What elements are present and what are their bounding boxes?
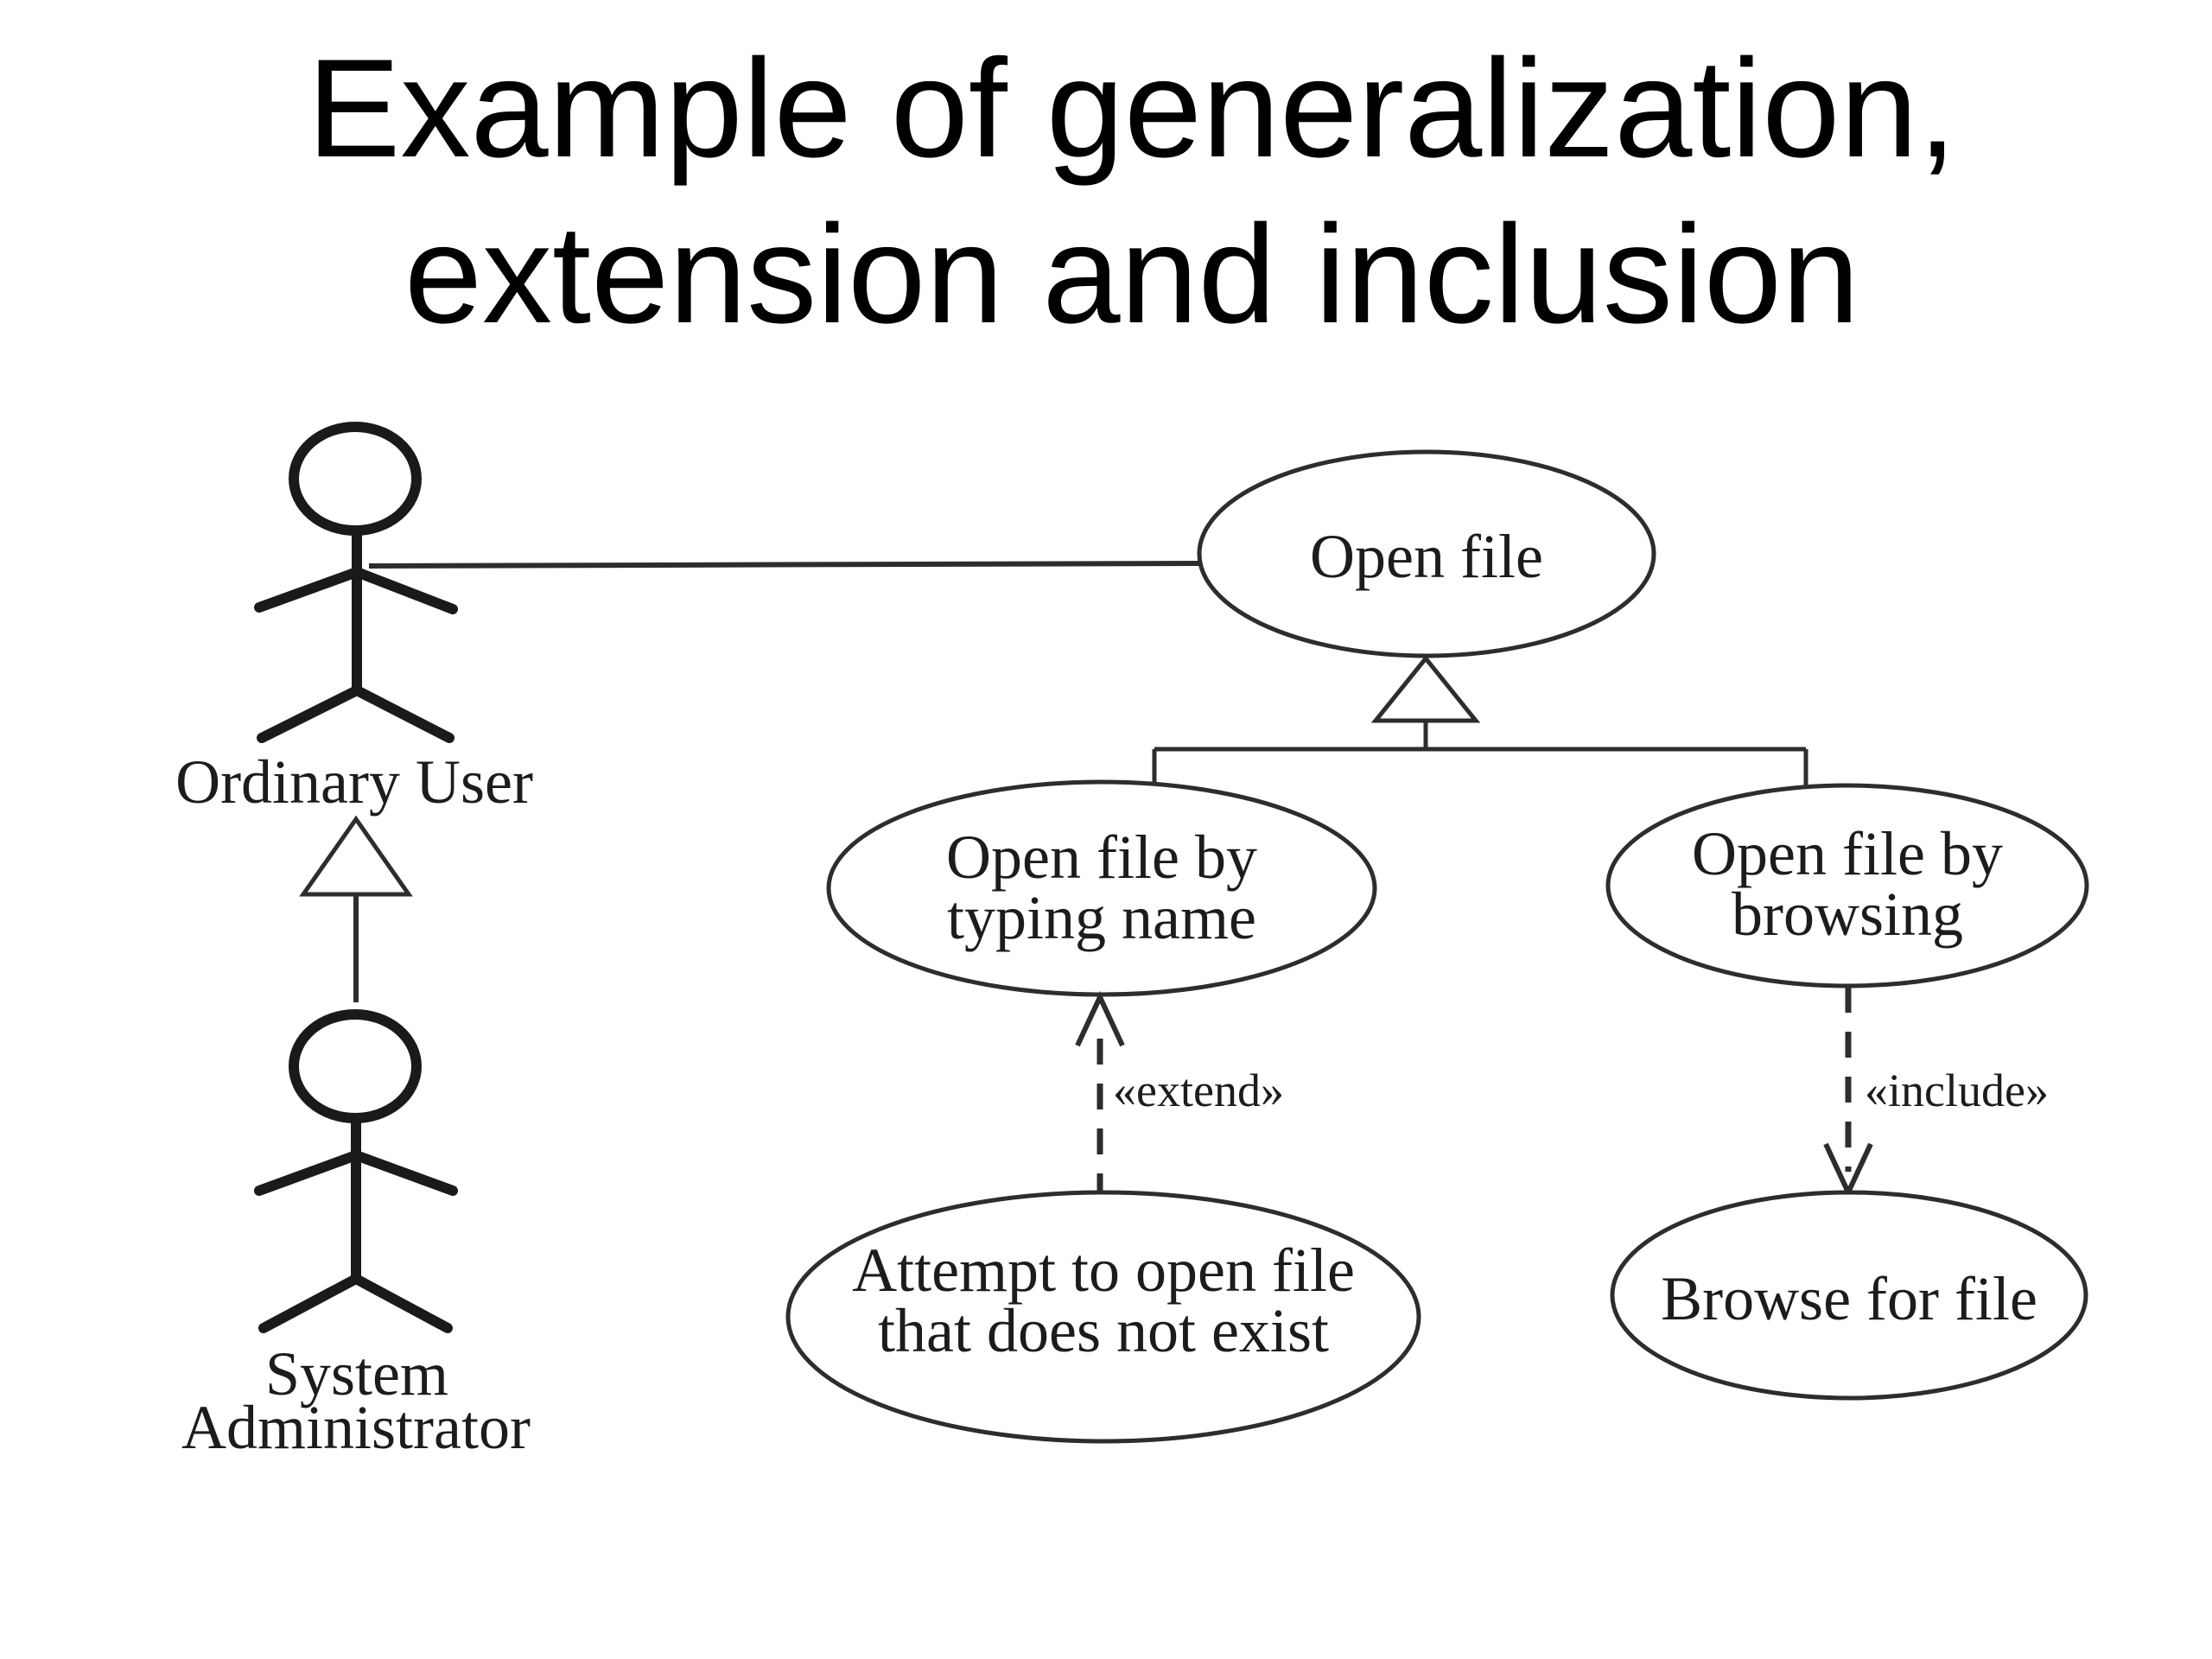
open-arrowhead-up-icon [1075,990,1125,1047]
usecase-label-open-file-by-typing-name-line1: Open file by [946,823,1257,892]
usecase-browse-for-file-ellipse [1610,1190,2088,1401]
actor-label-ordinary-user: Ordinary User [175,747,533,817]
usecase-attempt-to-open-file-ellipse [785,1190,1421,1444]
generalization-triangle-icon [1370,655,1481,723]
usecase-generalization-arrows [1152,655,1808,785]
usecase-open-file-by-browsing-ellipse [1605,783,2089,988]
stereotype-label-include: «include» [1865,1065,2049,1116]
stereotype-label-extend: «extend» [1113,1065,1284,1116]
actor-legs-line [258,1273,453,1333]
usecase-label-open-file-by-typing-name-line2: typing name [947,883,1256,952]
usecase-label-browse-for-file: Browse for file [1661,1264,2037,1333]
usecase-label-attempt-line2: that does not exist [878,1296,1329,1365]
slide-title: Example of generalization, extension and… [26,26,2212,358]
title-line-2: extension and inclusion [404,196,1860,353]
actor-head-icon [289,1009,422,1123]
usecase-label-open-file-by-browsing-line2: browsing [1732,880,1963,949]
actor-generalization-arrow [299,815,413,1002]
actor-head-icon [289,422,422,536]
title-line-1: Example of generalization, [307,30,1957,187]
actor-arms-line [254,1149,458,1196]
generalization-triangle-icon [299,815,413,897]
usecase-open-file-by-typing-name-ellipse [826,779,1377,997]
usecase-label-open-file-by-browsing-line1: Open file by [1692,819,2003,888]
actor-legs-line [257,684,454,743]
actor-label-system-administrator-line2: Administrator [181,1393,531,1462]
usecase-label-open-file: Open file [1310,522,1543,591]
actor-system-administrator [254,1009,458,1333]
actor-label-system-administrator-line1: System [264,1339,449,1408]
usecase-label-attempt-line1: Attempt to open file [852,1236,1355,1305]
actor-arms-line [254,566,458,614]
extend-arrow [1075,990,1125,1199]
association-line [368,561,1202,569]
actor-ordinary-user [254,422,458,743]
usecase-open-file-ellipse [1197,449,1656,658]
